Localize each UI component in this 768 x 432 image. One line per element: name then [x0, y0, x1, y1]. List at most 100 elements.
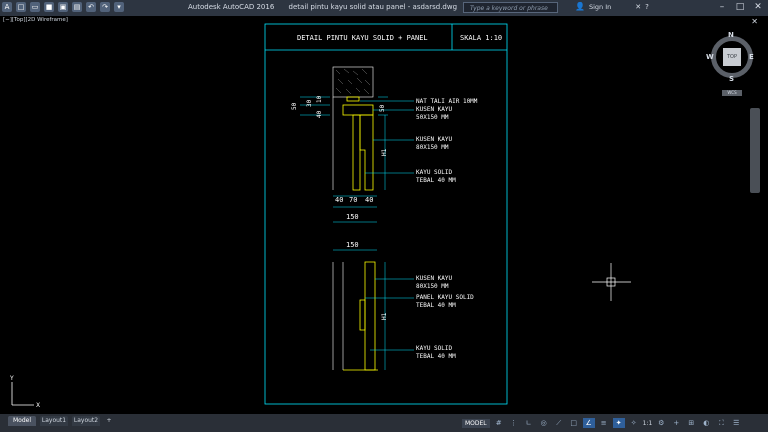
viewport-close-icon[interactable]: ✕: [751, 17, 758, 26]
label-kusen2-line2: 80X150 MM: [416, 144, 449, 151]
add-layout-button[interactable]: +: [106, 417, 112, 424]
search-input[interactable]: Type a keyword or phrase: [463, 2, 558, 13]
dim-50-left: 50: [291, 102, 298, 110]
status-bar: MODEL # ⋮ ∟ ◎ ⟋ □ ∠ ≡ ✦ ✧ 1:1 ⚙ + ⊞ ◐ ⛶ …: [458, 414, 768, 432]
isodraft-icon[interactable]: ⟋: [556, 419, 562, 427]
save-icon[interactable]: ■: [44, 2, 54, 12]
compass-east[interactable]: E: [749, 53, 754, 61]
polar-icon[interactable]: ◎: [540, 419, 547, 427]
annotation-monitor-icon[interactable]: +: [673, 419, 680, 427]
customize-icon[interactable]: ☰: [733, 419, 740, 427]
help-icon[interactable]: ?: [645, 2, 649, 11]
label-panel-line1: PANEL KAYU SOLID: [416, 294, 474, 301]
units-icon[interactable]: ⊞: [688, 419, 695, 427]
dim-40-a: 40: [335, 196, 343, 204]
kusen-80x150: [359, 114, 374, 191]
label-kayu-lower-line1: KAYU SOLID: [416, 345, 453, 352]
save-as-icon[interactable]: ▣: [58, 2, 68, 12]
dim-150-lower: 150: [346, 241, 359, 249]
workspace-gear-icon[interactable]: ⚙: [658, 419, 665, 427]
new-file-icon[interactable]: □: [16, 2, 26, 12]
quick-access-toolbar: A □ ▭ ■ ▣ ▤ ↶ ↷ ▾: [2, 2, 124, 12]
dim-40-left: 40: [316, 110, 323, 118]
kayu-solid-upper: [352, 114, 361, 191]
dim-30-left: 30: [306, 99, 313, 107]
kusen-50x150: [342, 104, 374, 116]
wcs-menu[interactable]: WCS: [722, 90, 742, 96]
dim-h1-upper: H1: [381, 148, 388, 156]
window-controls: – □ ✕: [714, 1, 766, 14]
ucs-icon: [11, 382, 34, 406]
exchange-icon[interactable]: ✕: [635, 2, 642, 11]
panel-kayu-solid: [359, 299, 366, 331]
ortho-icon[interactable]: ∟: [525, 419, 532, 427]
sheet-border: [264, 23, 508, 405]
label-kusen-lower-line2: 80X150 MM: [416, 283, 449, 290]
app-menu-icon[interactable]: A: [2, 2, 12, 12]
label-kusen1-line2: 50X150 MM: [416, 114, 449, 121]
sign-in-area: 👤 Sign In ✕ ?: [575, 2, 649, 11]
dim-50-right: 50: [379, 104, 386, 112]
sign-in-button[interactable]: Sign In: [588, 2, 612, 11]
compass-north[interactable]: N: [728, 31, 734, 39]
sheet-scale: SKALA 1:10: [460, 34, 502, 42]
dim-150-upper: 150: [346, 213, 359, 221]
annotation-scale[interactable]: 1:1: [642, 419, 653, 427]
layout-tabs: Model Layout1 Layout2 +: [0, 414, 768, 432]
dim-h1-lower: H1: [381, 312, 388, 320]
app-title: Autodesk AutoCAD 2016: [188, 3, 275, 11]
fullscreen-icon[interactable]: ⛶: [718, 419, 724, 427]
share-icon[interactable]: ▾: [114, 2, 124, 12]
viewcube-top-face[interactable]: TOP: [723, 48, 741, 66]
model-space-toggle[interactable]: MODEL: [462, 418, 490, 428]
title-bar: A □ ▭ ■ ▣ ▤ ↶ ↷ ▾ Autodesk AutoCAD 2016 …: [0, 0, 768, 16]
crosshair-cursor: [592, 263, 631, 301]
viewcube-compass-ring[interactable]: [711, 36, 753, 78]
redo-icon[interactable]: ↷: [100, 2, 110, 12]
kusen-80x150-lower: [364, 261, 376, 371]
upper-dims: [300, 96, 388, 251]
user-icon[interactable]: 👤: [575, 2, 585, 11]
window-title: Autodesk AutoCAD 2016 detail pintu kayu …: [188, 3, 469, 11]
close-button[interactable]: ✕: [754, 2, 762, 12]
dim-40-b: 40: [365, 196, 373, 204]
tab-layout2[interactable]: Layout2: [72, 416, 100, 426]
open-file-icon[interactable]: ▭: [30, 2, 40, 12]
viewport-controls-label[interactable]: [−][Top][2D Wireframe]: [3, 17, 68, 23]
isolate-objects-icon[interactable]: ◐: [703, 419, 710, 427]
sheet-title: DETAIL PINTU KAYU SOLID + PANEL: [297, 34, 428, 42]
lineweight-icon[interactable]: ≡: [600, 419, 607, 427]
maximize-button[interactable]: □: [735, 2, 745, 12]
label-kayu-upper-line1: KAYU SOLID: [416, 169, 453, 176]
wall-hatch-pattern: [335, 68, 371, 95]
grid-icon[interactable]: #: [495, 419, 502, 427]
label-kusen1-line1: KUSEN KAYU: [416, 106, 453, 113]
nat-tali-air: [346, 96, 360, 102]
compass-west[interactable]: W: [706, 53, 714, 61]
navigation-bar[interactable]: [750, 108, 760, 193]
otrack-icon[interactable]: ∠: [582, 418, 595, 428]
minimize-button[interactable]: –: [719, 2, 725, 12]
tab-layout1[interactable]: Layout1: [40, 416, 68, 426]
annotation-visibility-icon[interactable]: ✦: [612, 418, 625, 428]
compass-south[interactable]: S: [729, 75, 735, 83]
osnap-icon[interactable]: □: [570, 419, 577, 427]
tab-model[interactable]: Model: [8, 416, 36, 426]
label-kayu-upper-line2: TEBAL 40 MM: [416, 177, 456, 184]
label-panel-line2: TEBAL 40 MM: [416, 302, 456, 309]
plot-icon[interactable]: ▤: [72, 2, 82, 12]
ucs-y-label: Y: [9, 375, 14, 382]
leader-lines-lower: [365, 278, 414, 351]
dim-10-left: 10: [316, 95, 323, 103]
ucs-x-label: X: [36, 402, 40, 409]
snap-icon[interactable]: ⋮: [510, 419, 518, 427]
undo-icon[interactable]: ↶: [86, 2, 96, 12]
label-kusen-lower-line1: KUSEN KAYU: [416, 275, 453, 282]
label-kayu-lower-line2: TEBAL 40 MM: [416, 353, 456, 360]
viewcube[interactable]: TOP N S E W WCS: [706, 31, 756, 96]
dim-70: 70: [349, 196, 357, 204]
autoscale-icon[interactable]: ✧: [630, 419, 637, 427]
leader-lines-upper: [360, 100, 414, 174]
label-nat-tali-air: NAT TALI AIR 10MM: [416, 98, 478, 105]
